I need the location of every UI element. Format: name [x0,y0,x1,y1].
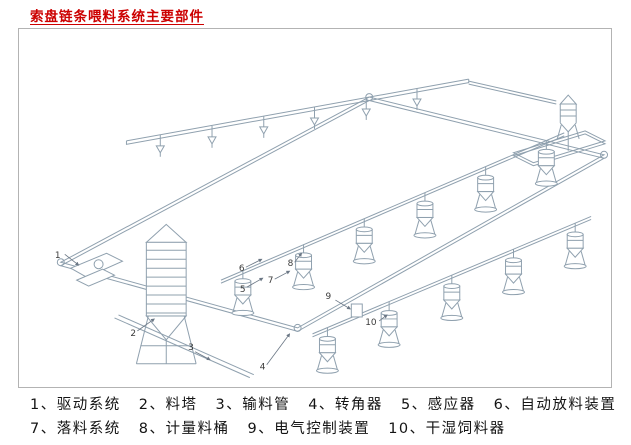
callout-4: 4 [260,333,291,373]
svg-text:5: 5 [240,285,246,295]
callout-2: 2 [130,318,155,339]
main-pipe-loop [56,93,609,332]
svg-text:7: 7 [268,276,274,286]
svg-text:10: 10 [365,318,377,328]
drive-unit [69,252,255,379]
legend-item: 4、转角器 [308,397,383,413]
callout-10: 10 [365,314,388,328]
legend-row-2: 7、落料系统 8、计量料桶 9、电气控制装置 10、干湿饲料器 [30,417,616,441]
svg-text:6: 6 [239,264,245,274]
system-diagram: 1 2 3 4 5 [55,78,609,379]
legend-item: 6、自动放料装置 [493,397,617,413]
callout-5: 5 [240,277,264,295]
callout-8: 8 [288,252,303,269]
legend-item: 8、计量料桶 [138,421,230,437]
front-feeder-row [312,215,592,374]
callout-9: 9 [325,292,352,310]
callout-7: 7 [268,270,291,286]
back-pipe-line [125,78,557,145]
legend-item: 1、驱动系统 [30,397,121,413]
svg-text:4: 4 [260,363,266,373]
legend-row-1: 1、驱动系统 2、料塔 3、输料管 4、转角器 5、感应器 6、自动放料装置 [30,393,616,417]
callout-6: 6 [239,258,263,274]
svg-text:3: 3 [188,343,194,353]
page-title: 索盘链条喂料系统主要部件 [30,9,204,25]
callout-1: 1 [55,251,80,266]
legend-item: 10、干湿饲料器 [388,421,506,437]
legend-item: 2、料塔 [138,397,198,413]
svg-text:2: 2 [130,329,136,339]
legend-item: 5、感应器 [400,397,476,413]
feed-silo [135,223,197,365]
component-legend: 1、驱动系统 2、料塔 3、输料管 4、转角器 5、感应器 6、自动放料装置 7… [30,393,616,441]
middle-feeder-row [220,132,565,317]
svg-text:9: 9 [325,292,331,302]
svg-text:1: 1 [55,251,61,261]
legend-item: 9、电气控制装置 [247,421,371,437]
callout-3: 3 [188,343,211,361]
svg-text:8: 8 [288,259,294,269]
legend-item: 7、落料系统 [30,421,121,437]
right-mini-loop [512,94,607,167]
figure-frame: 1 2 3 4 5 [18,28,612,388]
legend-item: 3、输料管 [215,397,291,413]
control-box [350,303,363,318]
